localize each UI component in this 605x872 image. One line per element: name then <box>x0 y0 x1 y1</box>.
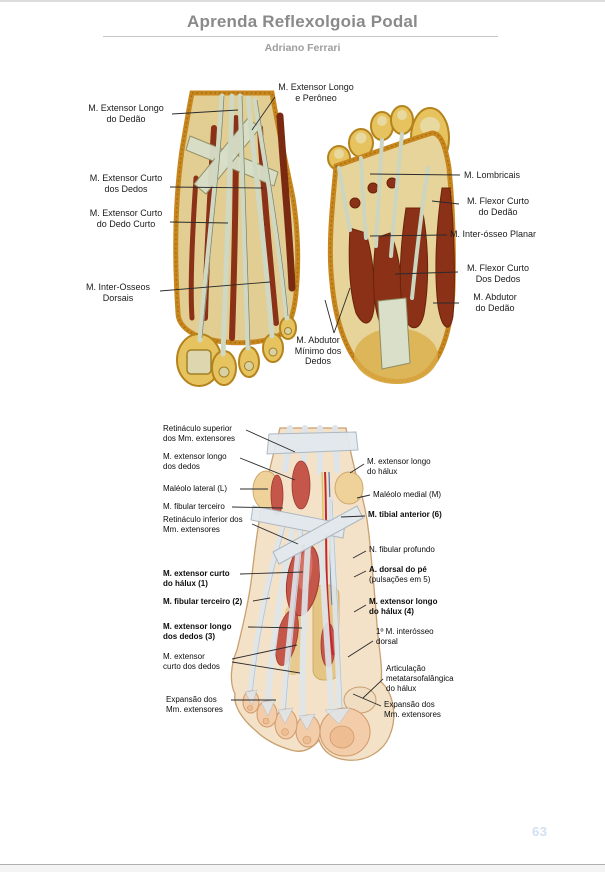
top-border <box>0 0 605 2</box>
label-tibial-anterior-6: M. tibial anterior (6) <box>368 510 442 519</box>
label-articulacao-metatarsofalangica: Articulação metatarsofalângica do hálux <box>386 664 454 693</box>
label-extensor-longo-dedao: M. Extensor Longo do Dedão <box>88 103 164 124</box>
label-extensor-curto-dedo-curto: M. Extensor Curto do Dedo Curto <box>89 208 163 229</box>
label-maleolo-medial: Maléolo medial (M) <box>373 490 442 499</box>
label-flexor-curto-dedao: M. Flexor Curto do Dedão <box>466 196 529 217</box>
left-foot-dorsal-view <box>173 90 301 387</box>
author-name: Adriano Ferrari <box>264 42 341 54</box>
label-interosseo-dorsal: 1º M. interósseo dorsal <box>376 627 434 646</box>
label-expansao-direita: Expansão dos Mm. extensores <box>384 700 441 719</box>
label-inter-osseos-dorsais: M. Inter-Osseos Dorsais <box>85 282 150 303</box>
label-abdutor-dedao: M. Abdutor do Dedão <box>473 292 517 313</box>
title-underline <box>103 36 498 37</box>
label-fibular-terceiro: M. fibular terceiro <box>163 502 225 511</box>
label-dorsal-do-pe-line1: A. dorsal do pé <box>369 565 427 574</box>
label-extensor-curto-dedos: M. Extensor Curto dos Dedos <box>89 173 163 194</box>
label-expansao-esquerda: Expansão dos Mm. extensores <box>166 695 223 714</box>
label-extensor-curto-halux-1: M. extensor curto do hálux (1) <box>163 569 230 588</box>
label-extensor-curto-dedos: M. extensor curto dos dedos <box>163 652 220 671</box>
label-retinaculo-inferior: Retináculo inferior dos Mm. extensores <box>163 515 243 534</box>
label-extensor-longo-halux: M. extensor longo do hálux <box>367 457 431 476</box>
label-extensor-longo-peroneo: M. Extensor Longo e Perôneo <box>278 82 354 103</box>
page-title: Aprenda Reflexolgoia Podal <box>187 12 418 31</box>
right-foot-plantar-view <box>327 105 456 384</box>
label-dorsal-do-pe: A. dorsal do pé(pulsações em 5) <box>369 565 454 585</box>
label-flexor-curto-dos-dedos: M. Flexor Curto Dos Dedos <box>466 263 529 284</box>
label-dorsal-do-pe-line2: (pulsações em 5) <box>369 575 431 584</box>
label-abdutor-minimo-dedos: M. Abdutor Mínimo dos Dedos <box>294 335 342 367</box>
label-extensor-longo-halux-4: M. extensor longo do hálux (4) <box>369 597 438 616</box>
foot-muscles-illustration <box>173 90 456 387</box>
label-extensor-longo-dedos: M. extensor longo dos dedos <box>163 452 227 471</box>
footer-divider <box>0 864 605 865</box>
label-fibular-terceiro-2: M. fibular terceiro (2) <box>163 597 243 606</box>
label-extensor-longo-dedos-3: M. extensor longo dos dedos (3) <box>163 622 232 641</box>
label-lombricais: M. Lombricais <box>464 170 521 180</box>
foot-dorsum-view <box>230 425 395 761</box>
page-number: 63 <box>532 824 548 839</box>
footer-area <box>0 865 605 872</box>
foot-dorsum-illustration <box>230 425 395 761</box>
label-maleolo-lateral: Maléolo lateral (L) <box>163 484 228 493</box>
label-inter-osseo-planar: M. Inter-ósseo Planar <box>450 229 537 239</box>
label-retinaculo-superior: Retináculo superior dos Mm. extensores <box>163 424 236 443</box>
label-fibular-profundo: N. fibular profundo <box>369 545 435 554</box>
